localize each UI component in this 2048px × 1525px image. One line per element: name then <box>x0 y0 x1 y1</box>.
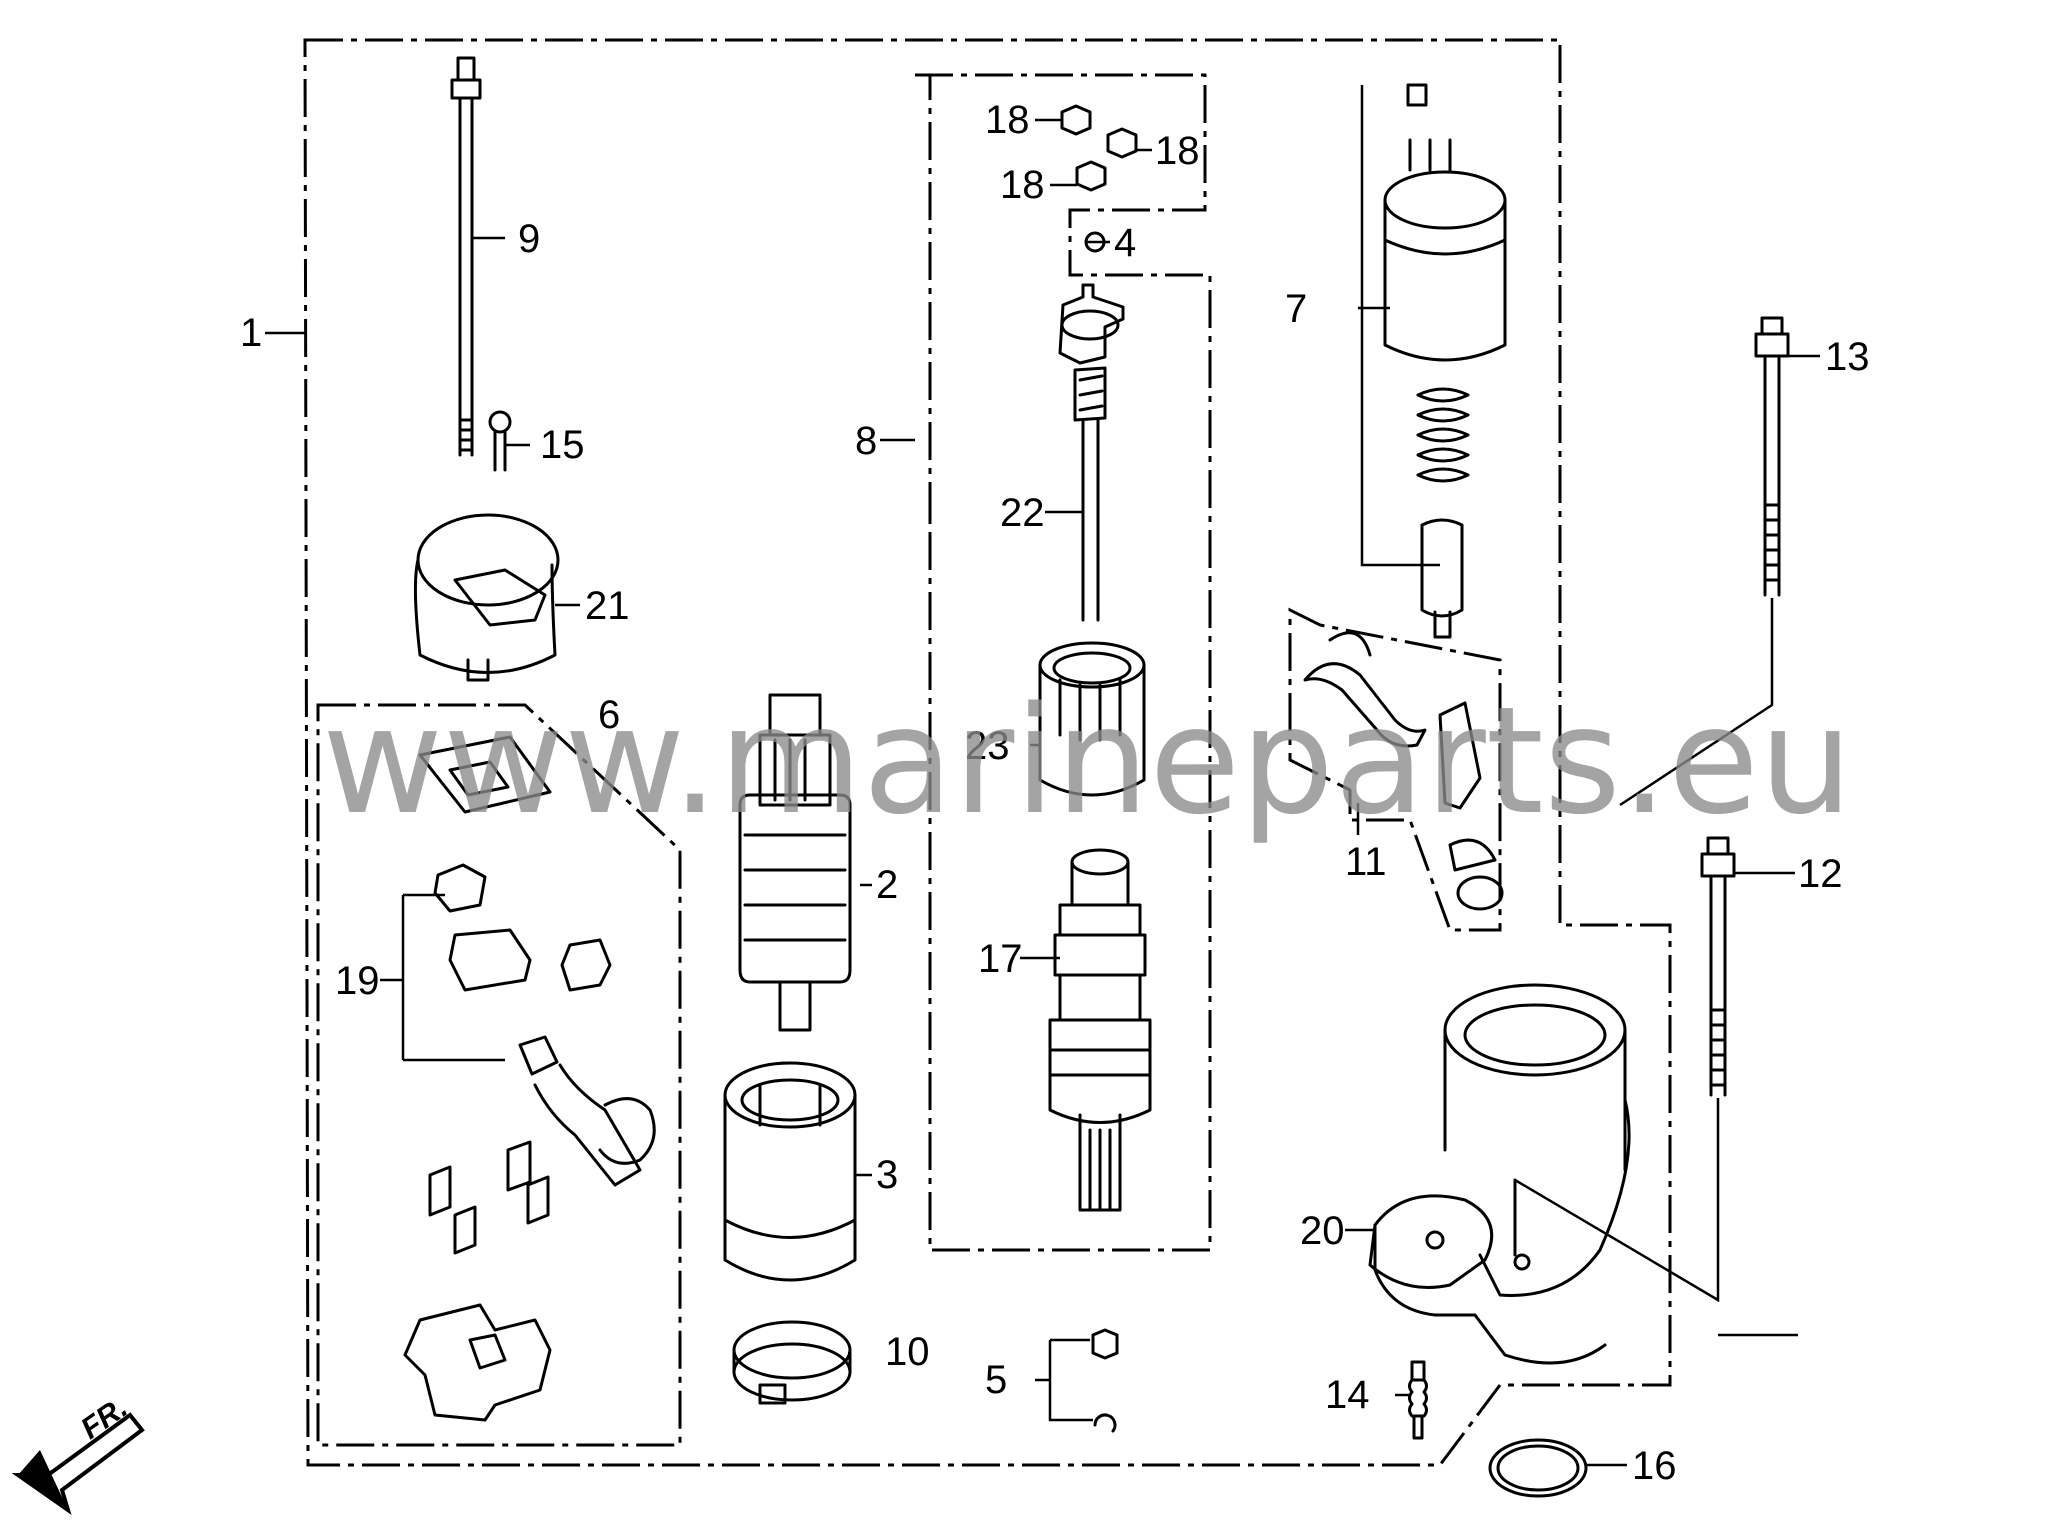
part-17-pinion-clutch <box>1048 848 1152 1212</box>
part-11-shift-lever <box>1303 631 1504 911</box>
callout-18-c: 18 <box>1000 163 1045 207</box>
callout-10: 10 <box>885 1330 930 1374</box>
part-20-front-housing <box>1368 983 1631 1365</box>
part-2-armature <box>738 693 852 1032</box>
part-10-clamp-ring <box>732 1320 852 1405</box>
callout-20: 20 <box>1300 1209 1345 1253</box>
part-3-yoke <box>723 1061 857 1282</box>
part-16-o-ring <box>1488 1438 1588 1498</box>
part-7-solenoid <box>1383 83 1507 362</box>
part-22-shaft <box>1058 283 1125 622</box>
part-5-clip-nut <box>1091 1328 1119 1433</box>
callout-13: 13 <box>1825 335 1870 379</box>
assembly-frames <box>303 38 1672 1467</box>
callout-numbers: 1 2 3 4 5 6 7 8 9 10 11 12 13 14 15 16 1… <box>240 98 1870 1488</box>
watermark: www.marineparts.eu <box>322 675 1853 847</box>
callout-5: 5 <box>985 1358 1007 1402</box>
callout-4: 4 <box>1114 221 1136 265</box>
front-direction-arrow: FR. <box>11 1391 145 1515</box>
callout-8: 8 <box>855 419 877 463</box>
callout-16: 16 <box>1632 1444 1677 1488</box>
callout-18-b: 18 <box>1155 129 1200 173</box>
callout-12: 12 <box>1798 852 1843 896</box>
callout-11: 11 <box>1345 840 1387 884</box>
callout-7: 7 <box>1285 287 1307 331</box>
callout-17: 17 <box>978 937 1023 981</box>
callout-18-a: 18 <box>985 98 1030 142</box>
part-21-rear-cover <box>413 513 560 682</box>
part-18-nuts <box>1060 104 1138 192</box>
callout-22: 22 <box>1000 491 1045 535</box>
callout-15: 15 <box>540 423 585 467</box>
callout-leaders <box>265 118 1820 1467</box>
solenoid-spring-plunger <box>1416 387 1470 639</box>
part-6-brush-holder <box>403 735 656 1422</box>
part-15-screw <box>488 410 512 472</box>
callout-23: 23 <box>965 724 1010 768</box>
part-12-bolt <box>1514 836 1736 1303</box>
part-9-through-bolt <box>450 56 482 457</box>
part-13-bolt <box>1619 316 1790 807</box>
part-23-gear-ring <box>1038 641 1146 797</box>
callout-6: 6 <box>598 693 620 737</box>
callout-9: 9 <box>518 217 540 261</box>
callout-1: 1 <box>240 311 262 355</box>
fr-label: FR. <box>75 1391 134 1446</box>
callout-21: 21 <box>585 584 630 628</box>
callout-2: 2 <box>876 863 898 907</box>
callout-19: 19 <box>335 959 380 1003</box>
part-14-stud <box>1408 1360 1428 1440</box>
callout-14: 14 <box>1325 1373 1370 1417</box>
callout-3: 3 <box>876 1153 898 1197</box>
